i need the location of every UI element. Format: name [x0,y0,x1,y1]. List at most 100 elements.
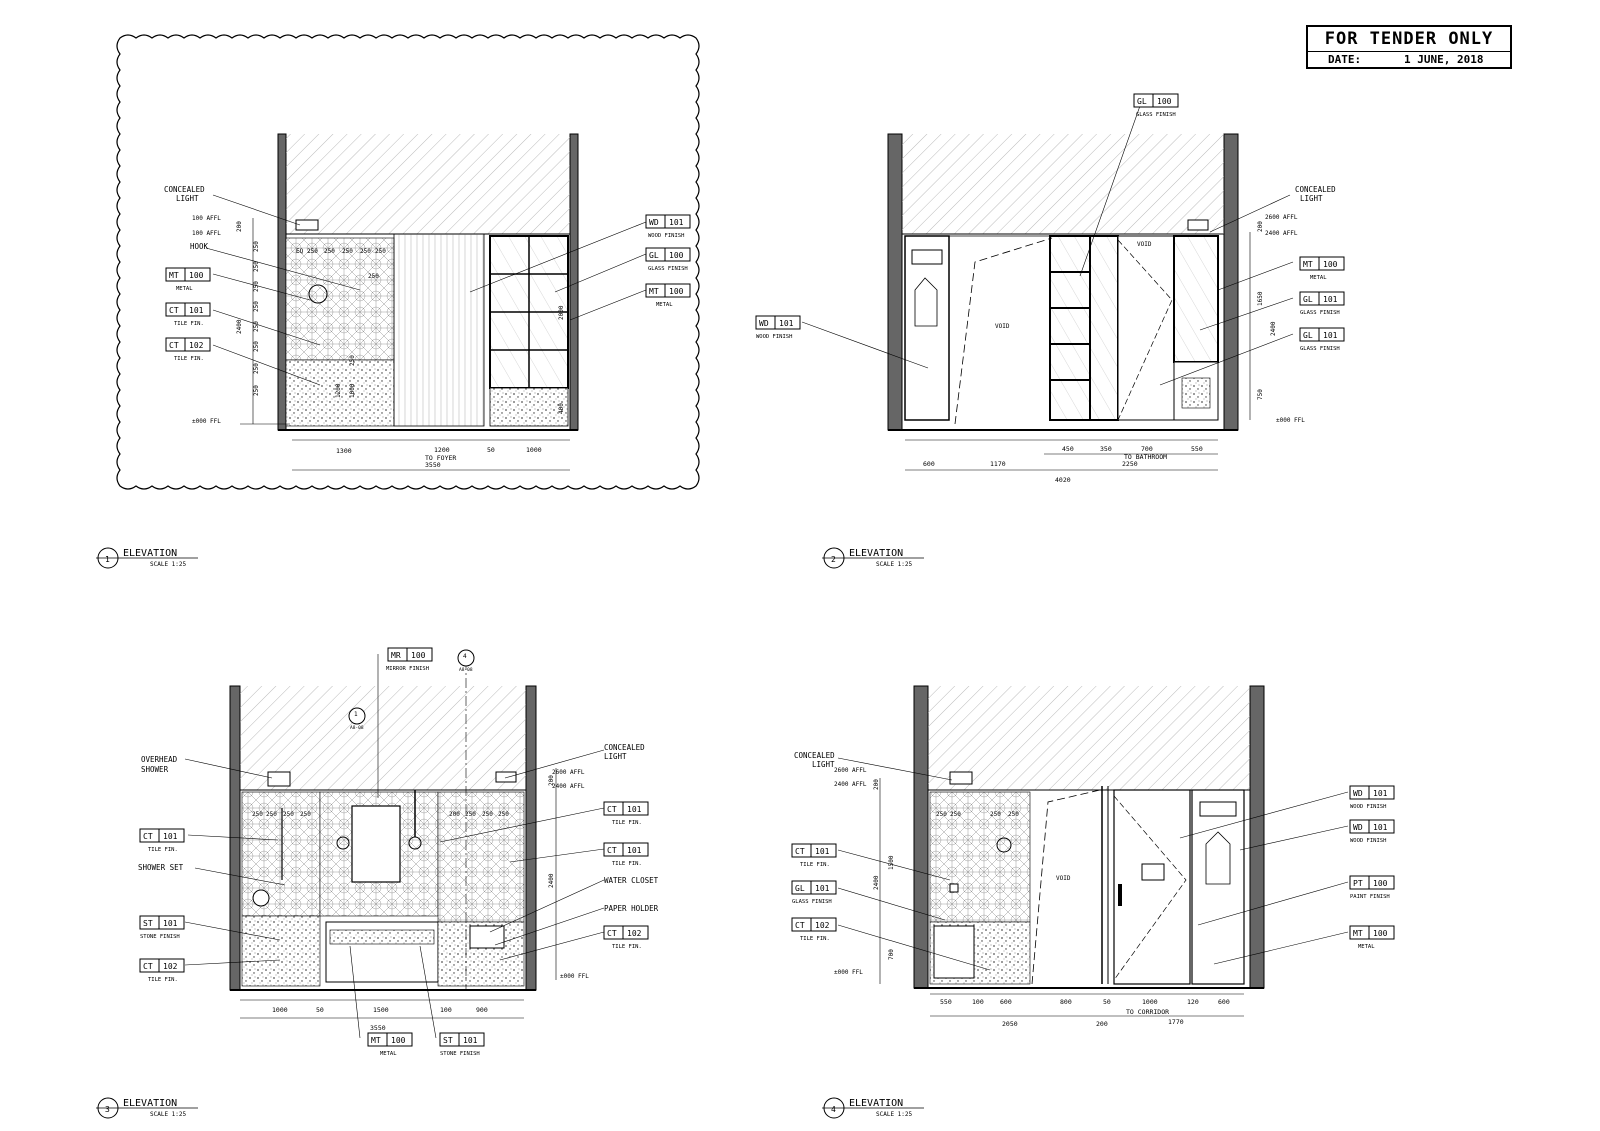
svg-text:101: 101 [163,832,178,841]
e4-level-ffl: ±000 FFL [834,969,863,976]
svg-text:CT: CT [607,929,617,938]
svg-text:TILE FIN.: TILE FIN. [612,861,642,867]
e2-dim-0: 600 [923,460,935,468]
svg-text:SCALE 1:25: SCALE 1:25 [150,1111,187,1118]
e1-dim-50: 50 [487,446,495,454]
svg-text:ST: ST [143,919,153,928]
svg-text:101: 101 [163,919,178,928]
svg-text:102: 102 [189,341,204,350]
svg-text:2: 2 [831,555,836,564]
svg-text:101: 101 [1323,331,1338,340]
svg-text:1: 1 [105,555,110,564]
e3-note-shower: SHOWER [141,765,169,774]
e2-dimr-3: 750 [1257,389,1264,400]
e2-level-2: 2400 AFFL [1265,230,1298,237]
svg-text:4: 4 [831,1105,836,1114]
e1-note-concealed: CONCEALED [164,185,205,194]
e2-note-concealed: CONCEALED [1295,185,1336,194]
svg-text:MT: MT [169,271,179,280]
svg-text:METAL: METAL [656,302,673,308]
svg-text:102: 102 [815,921,830,930]
svg-text:101: 101 [1323,295,1338,304]
e3-dimtop-4: 200 [449,811,460,818]
e1-dimleft-5: 250 [253,321,260,332]
e1-dim-1200: 1200 [434,446,450,454]
e1-dimleft-1: 250 [253,241,260,252]
e2-dimr-2: 2400 [1270,321,1277,336]
e2-dim-1: 1170 [990,460,1006,468]
e2-dim-2: 450 [1062,445,1074,453]
e1-diminner-3: 2000 [558,305,565,320]
svg-text:CT: CT [795,921,805,930]
svg-text:101: 101 [815,847,830,856]
svg-text:GL: GL [1303,331,1313,340]
svg-text:PAINT FINISH: PAINT FINISH [1350,894,1390,900]
e3-note-paper-holder: PAPER HOLDER [604,904,659,913]
svg-text:101: 101 [669,218,684,227]
svg-text:101: 101 [627,805,642,814]
e1-dim-3550: 3550 [425,461,441,469]
svg-text:100: 100 [1373,879,1388,888]
e1-dimtop-4: 250 [360,248,371,255]
e2-note-void1: VOID [995,323,1010,330]
e4-dim-9: 200 [1096,1020,1108,1028]
elevation-2: CONCEALED LIGHT VOID VOID 2600 AFFL 2400… [755,93,1345,484]
svg-text:GL: GL [1137,97,1147,106]
e3-note-shower-set: SHOWER SET [138,863,184,872]
e1-diminner-2: 1000 [349,383,356,398]
svg-text:3: 3 [105,1105,110,1114]
e4-dim-1: 100 [972,998,984,1006]
e2-dim-5: 550 [1191,445,1203,453]
e1-dim-note: TO FOYER [425,454,456,462]
svg-text:WD: WD [1353,823,1363,832]
e2-note-void2: VOID [1137,241,1152,248]
e3-dimtop-1: 250 [266,811,277,818]
e1-diminner-4: 400 [558,403,565,414]
stamp-date-label: DATE: [1328,53,1362,66]
e4-dim-2: 600 [1000,998,1012,1006]
e3-dim-2: 1500 [373,1006,389,1014]
svg-text:100: 100 [391,1036,406,1045]
svg-text:101: 101 [815,884,830,893]
e3-mark-1: 1 [354,711,358,718]
e4-dim-note: TO CORRIDOR [1126,1008,1169,1016]
e3-note-water-closet: WATER CLOSET [604,876,659,885]
svg-text:STONE FINISH: STONE FINISH [140,934,180,940]
e3-dimtop-3: 250 [300,811,311,818]
svg-text:GLASS FINISH: GLASS FINISH [1300,346,1340,352]
svg-text:PT: PT [1353,879,1363,888]
e1-dimleft-7: 250 [253,363,260,374]
svg-text:WD: WD [1353,789,1363,798]
stamp-date-value: 1 JUNE, 2018 [1404,53,1484,66]
svg-text:METAL: METAL [176,286,193,292]
e4-level-1: 2600 AFFL [834,767,867,774]
svg-text:ST: ST [443,1036,453,1045]
svg-text:GLASS FINISH: GLASS FINISH [648,266,688,272]
tender-stamp: FOR TENDER ONLY DATE: 1 JUNE, 2018 [1306,25,1512,69]
svg-text:100: 100 [669,251,684,260]
e3-note-overhead: OVERHEAD [141,755,178,764]
e2-level-1: 2600 AFFL [1265,214,1298,221]
svg-text:CT: CT [607,846,617,855]
svg-text:METAL: METAL [380,1051,397,1057]
e4-level-2: 2400 AFFL [834,781,867,788]
e1-dimleft-3: 250 [253,281,260,292]
svg-text:TILE FIN.: TILE FIN. [148,977,178,983]
svg-text:TILE FIN.: TILE FIN. [174,321,204,327]
svg-text:GLASS FINISH: GLASS FINISH [792,899,832,905]
e1-note-hook: HOOK [190,242,209,251]
svg-text:101: 101 [189,306,204,315]
e3-dimr-1: 2400 [548,873,555,888]
e1-level-ffl: ±000 FFL [192,418,221,425]
e4-tag-pt100: PT 100 PAINT FINISH [1349,875,1395,900]
svg-text:WOOD FINISH: WOOD FINISH [756,334,792,340]
view-title-1: 1 ELEVATION SCALE 1:25 [96,547,198,569]
